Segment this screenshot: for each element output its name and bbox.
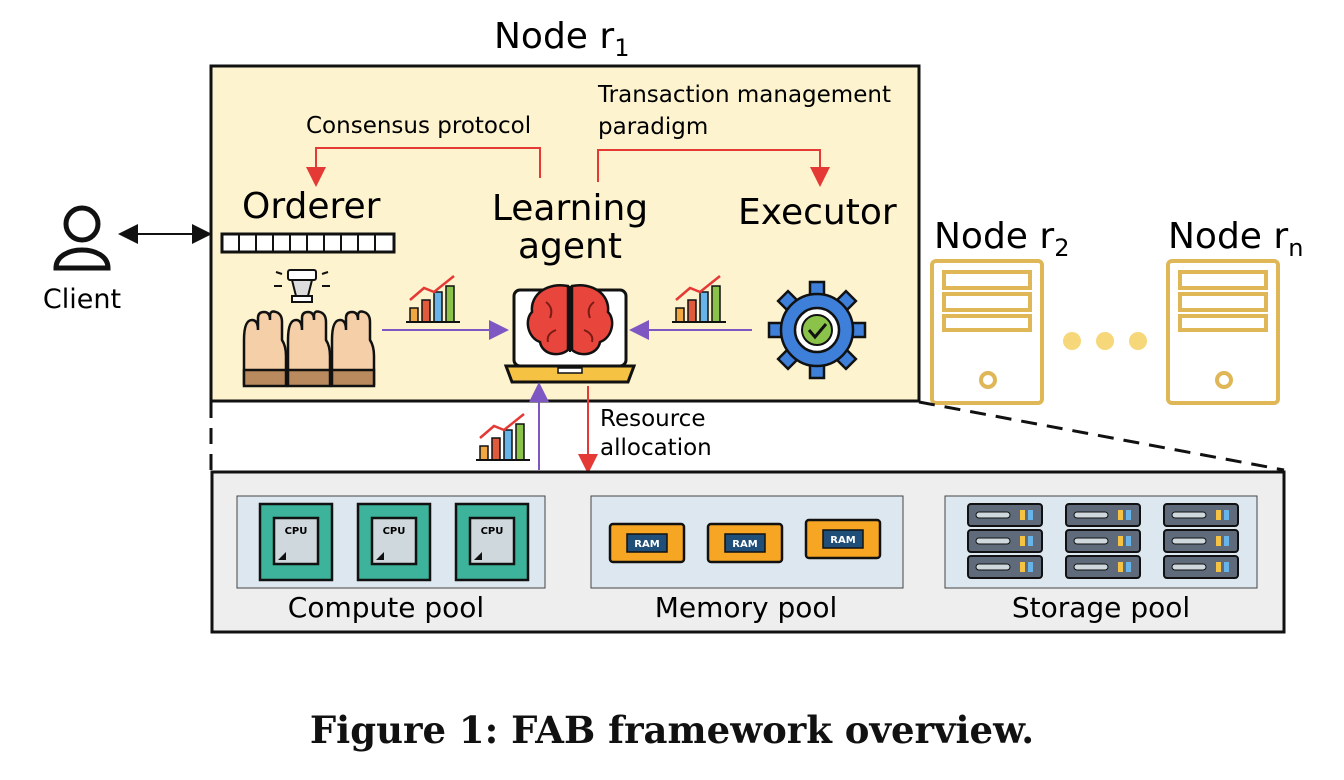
svg-text:CPU: CPU: [383, 526, 406, 537]
client-label: Client: [43, 284, 121, 315]
growth-chart-icon-left: [406, 275, 460, 323]
growth-chart-icon-right: [672, 275, 726, 323]
fab-diagram: Node r1 Consensus protocol Transaction m…: [43, 16, 1303, 634]
storage-pool-label: Storage pool: [1012, 591, 1190, 624]
transaction-arrow: [597, 149, 830, 187]
more-nodes-ellipsis: [1063, 332, 1147, 350]
executor-title: Executor: [738, 192, 897, 233]
storage-rack-icon: [1065, 503, 1141, 579]
noden-server-icon: [1166, 259, 1280, 405]
cpu-icon: CPU: [356, 502, 432, 582]
node2-title: Node r2: [934, 216, 1069, 262]
memory-pool-label: Memory pool: [655, 591, 838, 624]
voting-hands-icon: [242, 310, 376, 388]
svg-text:RAM: RAM: [634, 539, 659, 550]
svg-text:CPU: CPU: [481, 526, 504, 537]
brain-icon: [526, 283, 614, 356]
ram-icon: RAM: [804, 518, 882, 560]
queue-icon: [220, 232, 396, 254]
transaction-label-line1: Transaction management: [597, 82, 891, 108]
transaction-label-line2: paradigm: [598, 114, 708, 140]
client-icon: [53, 205, 111, 271]
ram-icon: RAM: [706, 522, 784, 564]
consensus-arrow: [306, 147, 541, 187]
orderer-title: Orderer: [242, 186, 381, 227]
svg-text:CPU: CPU: [285, 526, 308, 537]
learning-title-line2: agent: [518, 226, 622, 267]
ram-icon: RAM: [608, 522, 686, 564]
cpu-icon: CPU: [258, 502, 334, 582]
resource-label-line2: allocation: [600, 435, 712, 461]
svg-text:RAM: RAM: [732, 539, 757, 550]
zoom-dashed-right: [918, 400, 1285, 472]
cpu-icon: CPU: [454, 502, 530, 582]
growth-chart-icon-bottom: [476, 413, 530, 461]
compute-pool-label: Compute pool: [288, 591, 484, 624]
executor-gear-icon: [767, 280, 867, 380]
storage-rack-icon: [967, 503, 1043, 579]
consensus-label: Consensus protocol: [306, 113, 531, 139]
noden-title: Node rn: [1168, 216, 1303, 262]
resource-label-line1: Resource: [600, 406, 705, 432]
storage-rack-icon: [1163, 503, 1239, 579]
svg-text:RAM: RAM: [830, 535, 855, 546]
voting-lamp-icon: [274, 269, 330, 303]
node1-title: Node r1: [494, 16, 629, 62]
learning-title-line1: Learning: [492, 188, 648, 229]
node2-server-icon: [930, 259, 1044, 405]
figure-caption: Figure 1: FAB framework overview.: [309, 708, 1035, 752]
